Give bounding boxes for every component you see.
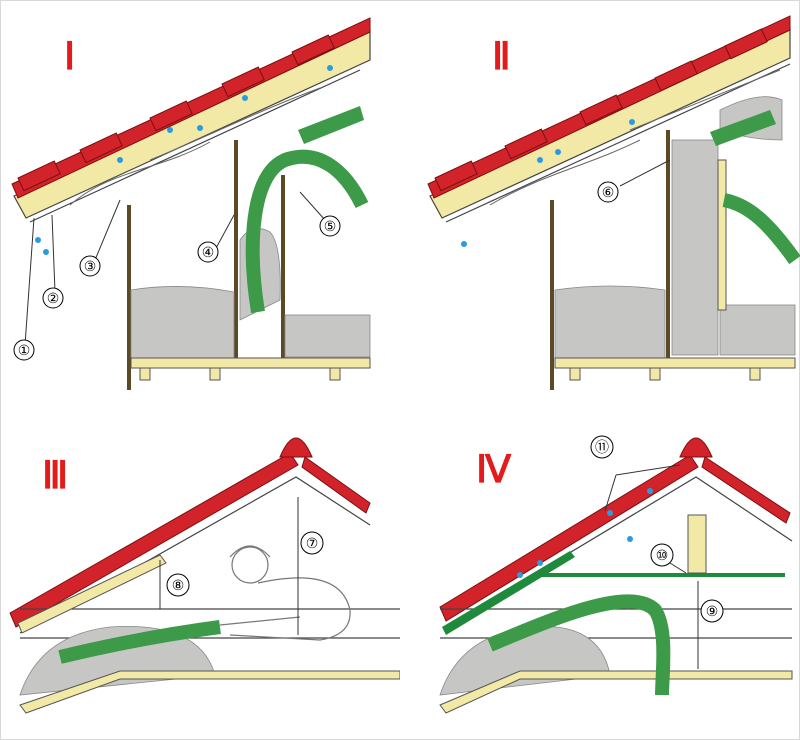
- king-post: [687, 514, 707, 574]
- roof-tiles: [9, 437, 371, 628]
- water-drops: [461, 119, 635, 247]
- floor: [439, 670, 793, 714]
- leader-line: [619, 159, 671, 187]
- callout-9: ⑨: [706, 603, 719, 619]
- floor: [19, 670, 400, 714]
- rafter-line: [29, 69, 361, 223]
- airflow-lines: [69, 87, 321, 206]
- leader-lines: [24, 191, 326, 346]
- airflow-arrow-board: [298, 106, 364, 144]
- water-drops: [35, 65, 333, 255]
- callout-4: ④: [202, 244, 215, 260]
- rafter-line: [445, 63, 791, 223]
- blowing-hose: [487, 594, 671, 696]
- green-board-slope: [442, 551, 575, 635]
- floor: [130, 357, 371, 381]
- panel-3: Ⅲ: [0, 395, 400, 740]
- blowing-hose: [245, 149, 369, 314]
- rafter-board: [17, 554, 167, 634]
- callout-5: ⑤: [324, 218, 337, 234]
- panel-4-numeral: Ⅳ: [476, 449, 512, 491]
- roof-tiles: [427, 15, 791, 199]
- callout-10: ⑩: [656, 547, 669, 563]
- panel-4-drawing: ⑨ ⑩ ⑪: [439, 435, 793, 714]
- callout-8: ⑧: [172, 577, 185, 593]
- floor: [554, 357, 796, 381]
- panel-1-drawing: ① ② ③ ④ ⑤: [11, 17, 371, 390]
- callout-6: ⑥: [602, 184, 615, 200]
- water-drops: [517, 488, 653, 578]
- blowing-hose: [58, 620, 221, 664]
- panel-3-callouts: ⑦ ⑧: [166, 531, 324, 597]
- callout-3: ③: [84, 258, 97, 274]
- callout-2: ②: [47, 290, 60, 306]
- callout-1: ①: [18, 342, 31, 358]
- panel-2: Ⅱ: [400, 0, 800, 395]
- callout-7: ⑦: [306, 535, 319, 551]
- dimension-lines: [604, 464, 699, 669]
- airflow-arrow: [710, 110, 776, 146]
- airflow-lines: [489, 69, 781, 206]
- roof-tiles: [439, 437, 791, 622]
- panel-1-numeral: Ⅰ: [64, 36, 76, 78]
- walls: [127, 140, 285, 390]
- blowing-hose: [722, 193, 800, 265]
- panel-3-numeral: Ⅲ: [42, 455, 69, 497]
- callout-11: ⑪: [595, 439, 609, 455]
- panel-1-callouts: ① ② ③ ④ ⑤: [13, 215, 341, 361]
- walls: [550, 130, 670, 390]
- panel-2-callouts: ⑥: [597, 181, 619, 203]
- worker-figure: [219, 545, 351, 641]
- panel-3-drawing: ⑦ ⑧: [9, 437, 400, 714]
- panel-1: Ⅰ: [0, 0, 400, 395]
- panel-4-callouts: ⑨ ⑩ ⑪: [590, 435, 724, 623]
- panel-2-drawing: ⑥: [427, 15, 800, 390]
- panel-2-numeral: Ⅱ: [492, 36, 511, 78]
- panel-4: Ⅳ ⑨ ⑩: [400, 395, 800, 740]
- dimension-lines: [159, 497, 299, 635]
- roof-tiles: [11, 17, 371, 199]
- stud-frame: [717, 159, 727, 311]
